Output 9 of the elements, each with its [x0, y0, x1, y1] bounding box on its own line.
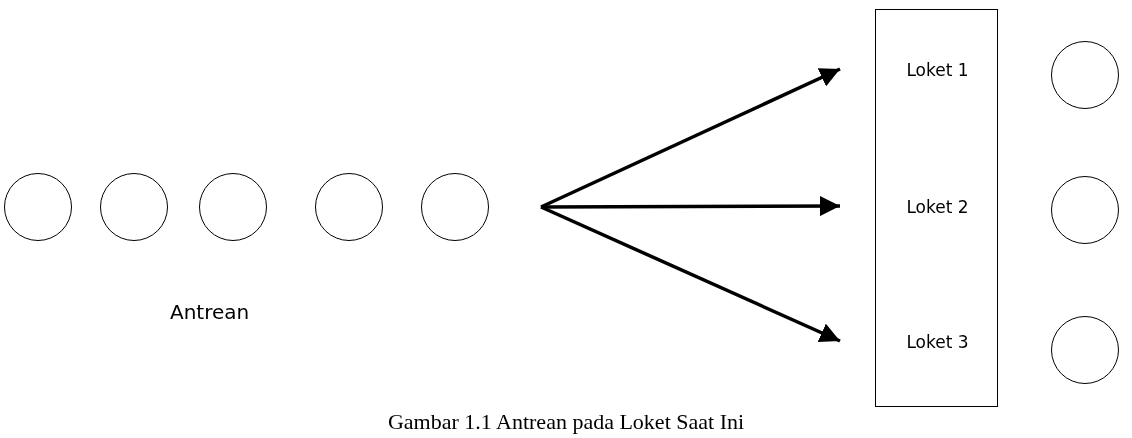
counter-label: Loket 2: [906, 197, 969, 217]
arrow: [540, 67, 841, 209]
figure-caption: Gambar 1.1 Antrean pada Loket Saat Ini: [386, 409, 746, 435]
arrow: [541, 196, 840, 217]
counter-box: [875, 9, 998, 407]
counter-label: Loket 3: [906, 332, 969, 352]
arrow: [540, 205, 841, 343]
queue-label: Antrean: [170, 300, 250, 324]
counter-label: Loket 1: [906, 60, 969, 80]
